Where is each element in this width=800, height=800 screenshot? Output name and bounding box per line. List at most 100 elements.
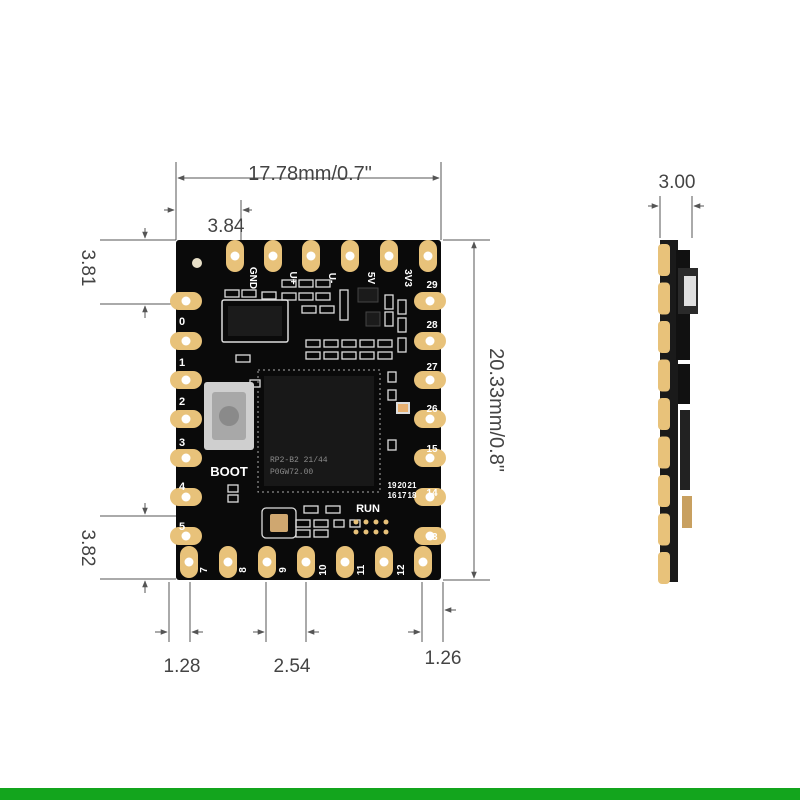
side-pad — [658, 359, 670, 392]
left-pad-offset-label: 3.84 — [208, 216, 245, 237]
bottom-pin-label-11: 11 — [356, 564, 367, 575]
gpio-label-21: 21 — [408, 481, 417, 490]
accent-bar — [0, 788, 800, 800]
fiducial-dot — [192, 258, 202, 268]
bottom-pad-3 — [297, 546, 315, 578]
crystal — [270, 514, 288, 532]
regulator-chip — [357, 287, 379, 303]
status-led-inner — [398, 404, 408, 412]
bottom-pad-offset-label: 3.82 — [77, 530, 98, 567]
bottom-pin-label-12: 12 — [396, 564, 407, 576]
test-point — [373, 519, 379, 525]
bottom-pin-label-9: 9 — [278, 567, 289, 573]
test-point — [353, 519, 359, 525]
right-pin-label-13: 13 — [426, 532, 438, 543]
side-usb-port-detail — [684, 276, 696, 306]
side-pad — [658, 475, 670, 507]
top-pad-1 — [264, 240, 282, 272]
test-point — [353, 529, 359, 535]
left-pin-label-5: 5 — [179, 521, 185, 533]
left-pad-4 — [170, 449, 202, 467]
boot-button-cap[interactable] — [219, 406, 239, 426]
side-pad — [658, 552, 670, 584]
gpio-label-20: 20 — [398, 481, 407, 490]
side-button — [678, 364, 690, 404]
top-pad-4 — [380, 240, 398, 272]
pitch-label: 2.54 — [274, 656, 311, 677]
right-pin-label-28: 28 — [426, 320, 438, 331]
test-point — [373, 529, 379, 535]
test-point — [363, 529, 369, 535]
top-pad-5 — [419, 240, 437, 272]
smd-components — [224, 279, 407, 538]
side-pad — [658, 398, 670, 430]
test-point — [363, 519, 369, 525]
side-pad — [658, 321, 670, 353]
main-mcu — [264, 376, 374, 486]
bottom-pad-6 — [414, 546, 432, 578]
mcu-pin-ring — [257, 369, 381, 493]
bottom-pad-0 — [180, 546, 198, 578]
top-pin-label-5V: 5V — [365, 272, 376, 285]
left-pin-label-2: 2 — [179, 396, 185, 408]
gpio-label-16: 16 — [388, 491, 397, 500]
right-pad-6 — [414, 527, 446, 545]
width-dimension-label: 17.78mm/0.7" — [248, 163, 372, 185]
height-dimension-label: 20.33mm/0.8" — [485, 348, 507, 472]
bottom-pad-2 — [258, 546, 276, 578]
right-pad-0 — [414, 292, 446, 310]
side-mcu — [680, 410, 690, 490]
right-pad-1 — [414, 332, 446, 350]
regulator-chip-2 — [365, 311, 381, 327]
power-ic-outline — [221, 299, 289, 343]
test-point — [383, 529, 389, 535]
right-pin-label-29: 29 — [426, 280, 438, 291]
dimension-lines — [100, 162, 704, 642]
bottom-pad-1 — [219, 546, 237, 578]
side-crystal — [682, 496, 692, 528]
top-pin-label-3V3: 3V3 — [402, 269, 413, 287]
test-points — [353, 519, 389, 535]
top-pin-label-U-: U- — [326, 273, 337, 284]
left-pad-1 — [170, 332, 202, 350]
left-pad-3 — [170, 410, 202, 428]
gpio-label-17: 17 — [398, 491, 407, 500]
right-pad-3 — [414, 410, 446, 428]
top-pad-0 — [226, 240, 244, 272]
side-pad — [658, 282, 670, 315]
left-pad-0 — [170, 292, 202, 310]
mcu-marking-1: RP2-B2 21/44 — [270, 456, 328, 465]
top-pad-2 — [302, 240, 320, 272]
test-point — [383, 519, 389, 525]
right-pin-label-14: 14 — [426, 488, 438, 499]
top-pad-3 — [341, 240, 359, 272]
right-pin-label-15: 15 — [426, 444, 438, 455]
gpio-label-18: 18 — [408, 491, 417, 500]
right-pad-2 — [414, 371, 446, 389]
right-edge-label: 1.26 — [425, 648, 462, 669]
left-pad-6 — [170, 527, 202, 545]
right-pin-label-27: 27 — [426, 362, 438, 373]
mcu-marking-2: P0GW72.00 — [270, 468, 313, 477]
power-ic — [228, 306, 282, 336]
bottom-pad-4 — [336, 546, 354, 578]
top-pad-offset-label: 3.81 — [77, 250, 98, 287]
left-pin-label-1: 1 — [179, 357, 185, 369]
left-pad-5 — [170, 488, 202, 506]
right-pin-label-26: 26 — [426, 404, 438, 415]
side-pad — [658, 436, 670, 469]
boot-label: BOOT — [210, 464, 248, 479]
top-pin-label-GND: GND — [247, 267, 258, 289]
bottom-pad-5 — [375, 546, 393, 578]
crystal-outline — [261, 507, 297, 539]
bottom-pin-label-10: 10 — [318, 564, 329, 576]
side-pad — [658, 513, 670, 546]
gpio-label-19: 19 — [388, 481, 397, 490]
side-castellations — [658, 244, 670, 584]
bottom-pin-label-8: 8 — [238, 567, 249, 573]
top-pin-label-U+: U+ — [287, 271, 298, 284]
thickness-label: 3.00 — [659, 172, 696, 193]
